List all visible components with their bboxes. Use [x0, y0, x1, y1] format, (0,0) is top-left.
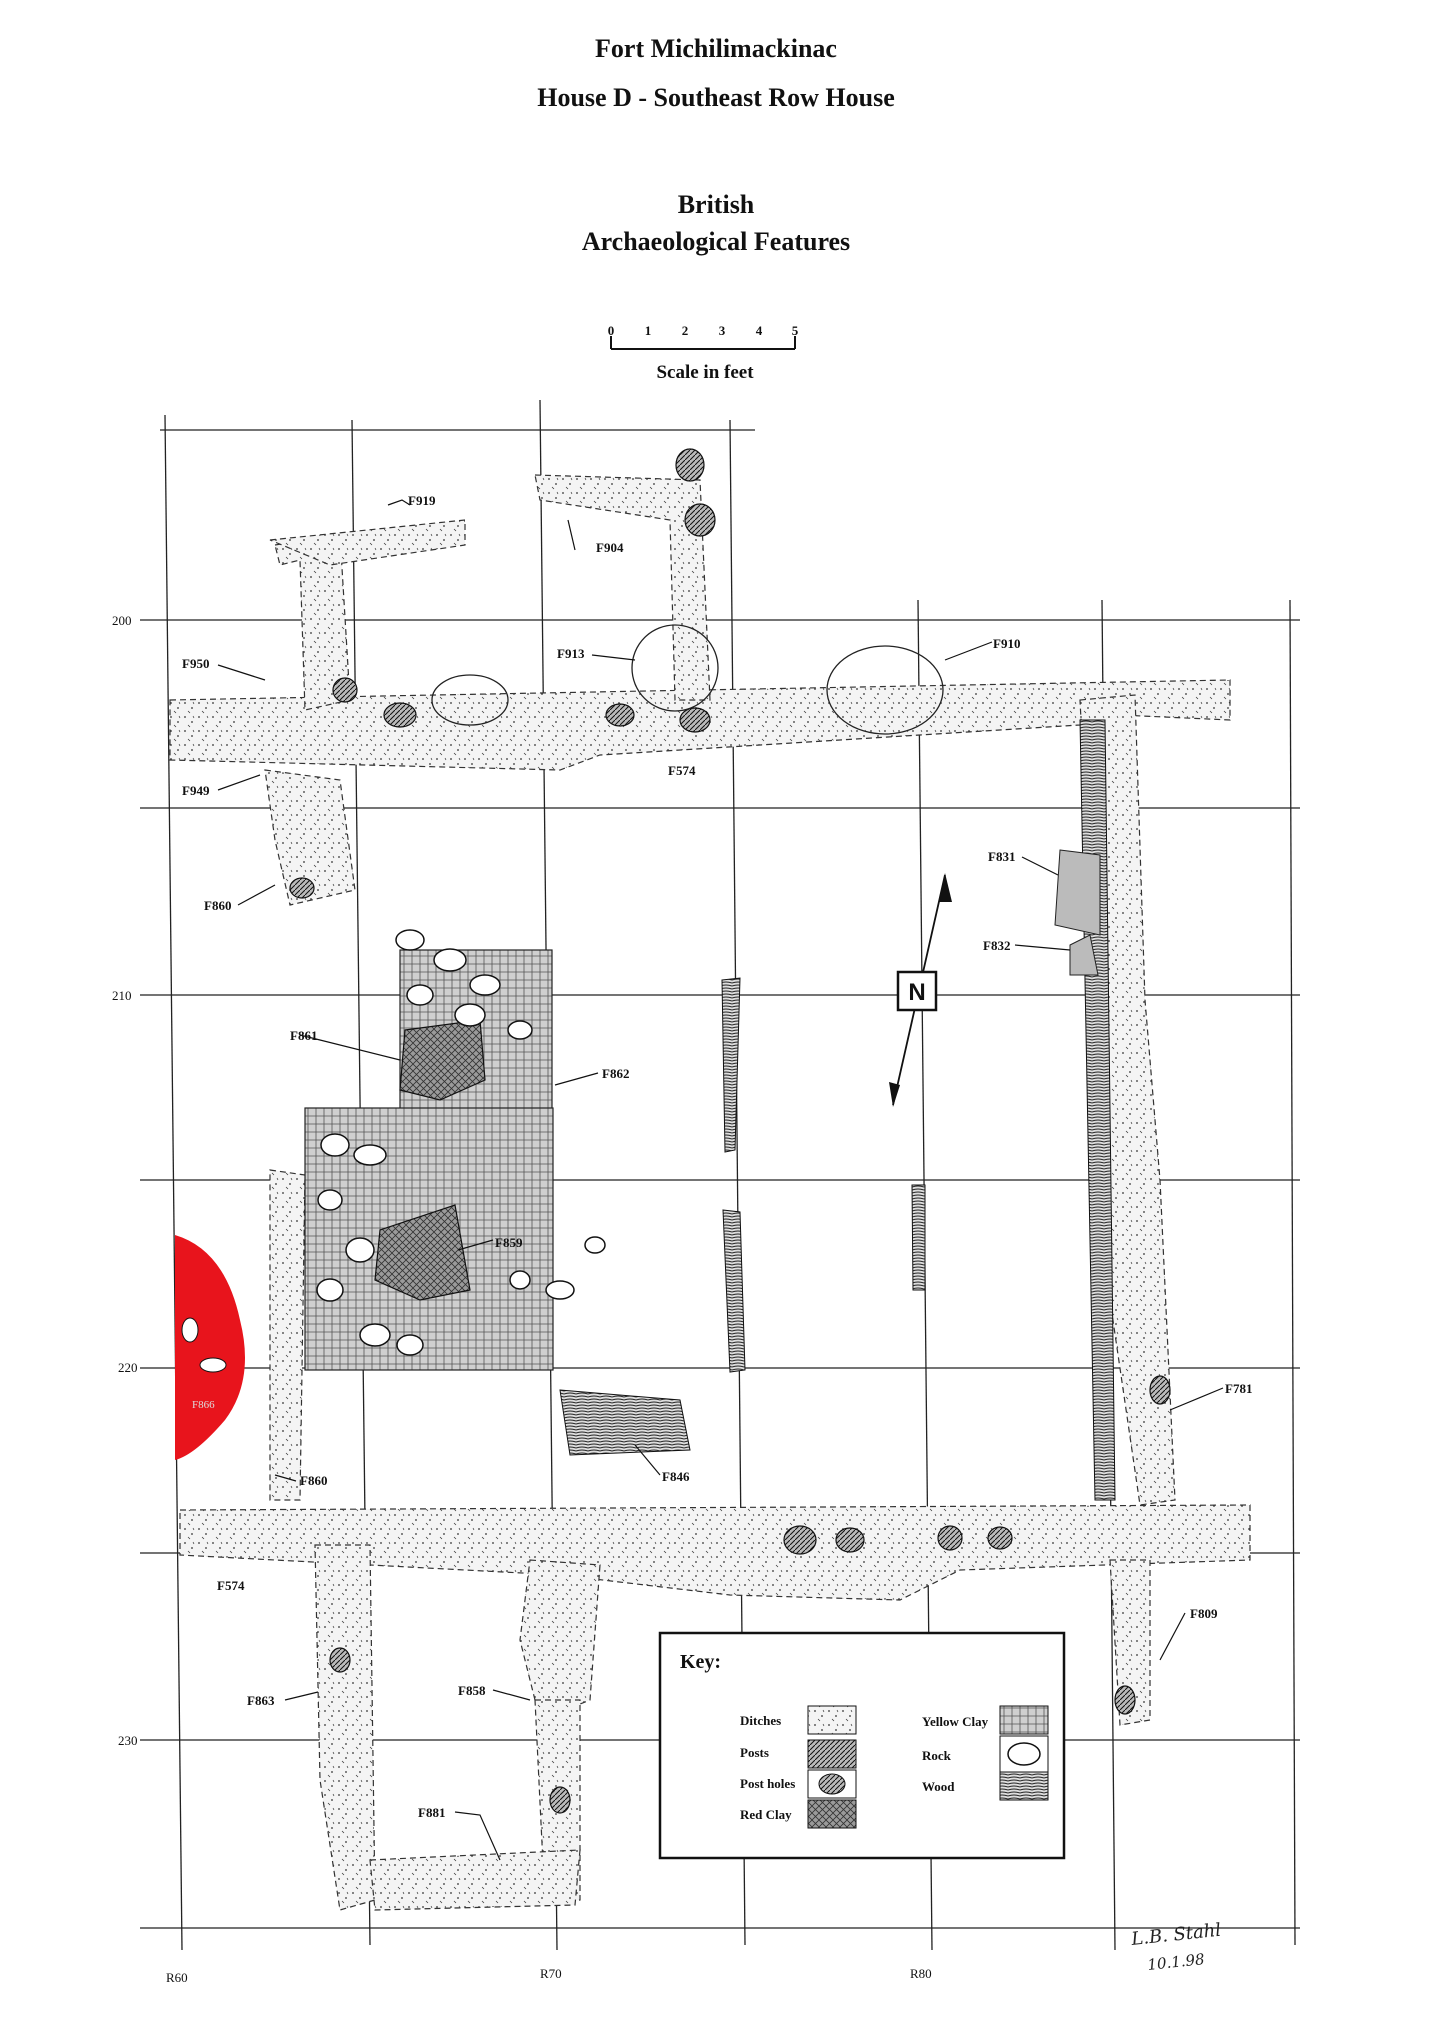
- key-swatch-yellow-clay: [999, 1705, 1049, 1735]
- label-f858: F858: [458, 1683, 486, 1698]
- label-f860-top: F860: [204, 898, 231, 913]
- period-title: British: [677, 190, 755, 219]
- label-f860-mid: F860: [300, 1473, 327, 1488]
- label-f866: F866: [192, 1399, 215, 1411]
- key-label-post-holes: Post holes: [740, 1776, 795, 1791]
- key-swatch-posts: [807, 1739, 857, 1769]
- pit-outline: [631, 624, 719, 712]
- post-features: [289, 448, 1171, 1814]
- key-swatch-red-clay: [807, 1799, 857, 1829]
- label-f950: F950: [182, 656, 209, 671]
- signature-name: L.B. Stahl: [1129, 1920, 1222, 1950]
- ditch-features: [169, 474, 1251, 1911]
- pit-feature: [1069, 934, 1099, 976]
- pit-outline: [431, 674, 509, 726]
- red-clay-area: [374, 1204, 471, 1301]
- scale-tick: 1: [645, 323, 652, 338]
- rock-cluster: [316, 929, 606, 1356]
- scale-tick: 2: [682, 323, 689, 338]
- label-f832: F832: [983, 938, 1010, 953]
- scale-tick: 0: [608, 323, 615, 338]
- key-label-ditches: Ditches: [740, 1713, 781, 1728]
- label-f919: F919: [408, 493, 436, 508]
- subject-title: Archaeological Features: [581, 227, 851, 256]
- label-f910: F910: [993, 636, 1020, 651]
- f866-highlight: [175, 1235, 245, 1460]
- label-f862: F862: [602, 1066, 629, 1081]
- key-label-posts: Posts: [740, 1745, 769, 1760]
- label-f859: F859: [495, 1235, 523, 1250]
- site-title: Fort Michilimackinac: [595, 34, 837, 63]
- label-f574-bot: F574: [217, 1578, 245, 1593]
- key-swatch-wood: [999, 1771, 1049, 1801]
- north-arrow: [889, 873, 952, 1107]
- label-f863: F863: [247, 1693, 275, 1708]
- col-label-r80: R80: [910, 1966, 932, 1981]
- row-label-210: 210: [112, 988, 132, 1003]
- key-title: Key:: [680, 1651, 721, 1673]
- key-label-yellow-clay: Yellow Clay: [922, 1714, 989, 1729]
- label-f949: F949: [182, 783, 210, 798]
- label-f861: F861: [290, 1028, 317, 1043]
- row-label-230: 230: [118, 1733, 138, 1748]
- key-label-wood: Wood: [922, 1779, 955, 1794]
- label-f831: F831: [988, 849, 1015, 864]
- scale-label: Scale in feet: [656, 362, 754, 383]
- pit-outline: [826, 645, 944, 735]
- leader-lines: [217, 499, 1224, 1861]
- pit-feature: [1054, 849, 1101, 936]
- col-label-r60: R60: [166, 1970, 188, 1985]
- north-label: N: [908, 979, 925, 1006]
- signature-date: 10.1.98: [1147, 1950, 1206, 1974]
- key-label-rock: Rock: [922, 1748, 952, 1763]
- scale-tick: 5: [792, 323, 799, 338]
- scale-ticks: 0 1 2 3 4 5: [608, 323, 799, 338]
- key-swatch-ditches: [807, 1705, 857, 1735]
- label-f904: F904: [596, 540, 624, 555]
- scale-bar: [610, 336, 796, 350]
- label-f913: F913: [557, 646, 585, 661]
- label-f809: F809: [1190, 1606, 1218, 1621]
- row-label-200: 200: [112, 613, 132, 628]
- house-title: House D - Southeast Row House: [537, 83, 895, 112]
- scale-tick: 3: [719, 323, 726, 338]
- label-f574-top: F574: [668, 763, 696, 778]
- label-f846: F846: [662, 1469, 690, 1484]
- key-label-red-clay: Red Clay: [740, 1807, 792, 1822]
- scale-tick: 4: [756, 323, 763, 338]
- wood-features: [559, 719, 1116, 1501]
- col-label-r70: R70: [540, 1966, 562, 1981]
- row-label-220: 220: [118, 1360, 138, 1375]
- rock: [199, 1357, 227, 1373]
- label-f781: F781: [1225, 1381, 1252, 1396]
- key-box: [658, 1631, 1066, 1860]
- label-f881: F881: [418, 1805, 445, 1820]
- rock: [181, 1317, 199, 1343]
